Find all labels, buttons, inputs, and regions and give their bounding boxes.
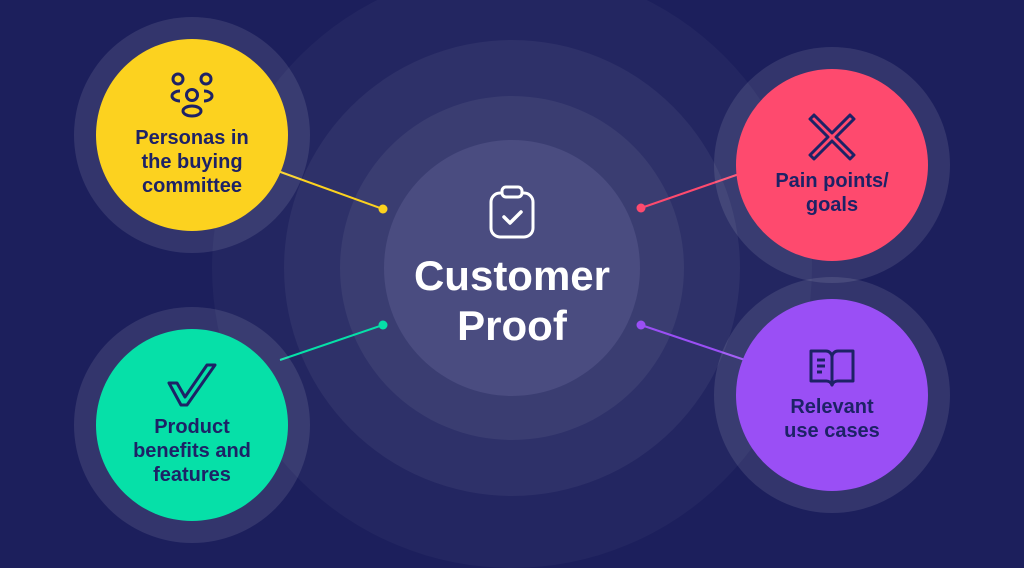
x-icon: [808, 113, 856, 161]
hub-title-line2: Proof: [457, 302, 567, 349]
product-label-line2: benefits and: [133, 440, 251, 462]
product-label-line3: features: [153, 464, 231, 486]
personas-label-line1: Personas in: [135, 127, 249, 149]
hub-title-line1: Customer: [413, 252, 611, 299]
pain-points-label-line2: goals: [805, 194, 859, 216]
connector-lines: [274, 169, 746, 361]
connector-dot-personas: [378, 204, 388, 214]
connector-dot-product: [378, 320, 388, 330]
open-book-icon: [809, 349, 855, 387]
node-use-cases: Relevant use cases: [736, 299, 928, 491]
connector-dot-pain: [636, 203, 646, 213]
people-group-icon: [170, 72, 214, 118]
node-pain-points: Pain points/ goals: [736, 69, 928, 261]
customer-proof-hub: Customer Proof: [384, 140, 640, 396]
product-label-line1: Product: [154, 416, 230, 438]
checkmark-icon: [167, 363, 217, 407]
node-personas: Personas in the buying committee: [96, 39, 288, 231]
personas-label-line2: the buying: [141, 151, 243, 173]
use-cases-label-line1: Relevant: [790, 396, 874, 418]
pain-points-label-line1: Pain points/: [775, 170, 889, 192]
personas-label-line3: committee: [141, 175, 243, 197]
connector-dot-usecases: [636, 320, 646, 330]
use-cases-label-line2: use cases: [784, 420, 880, 442]
node-product-benefits: Product benefits and features: [96, 329, 288, 521]
clipboard-check-icon: [489, 185, 535, 239]
